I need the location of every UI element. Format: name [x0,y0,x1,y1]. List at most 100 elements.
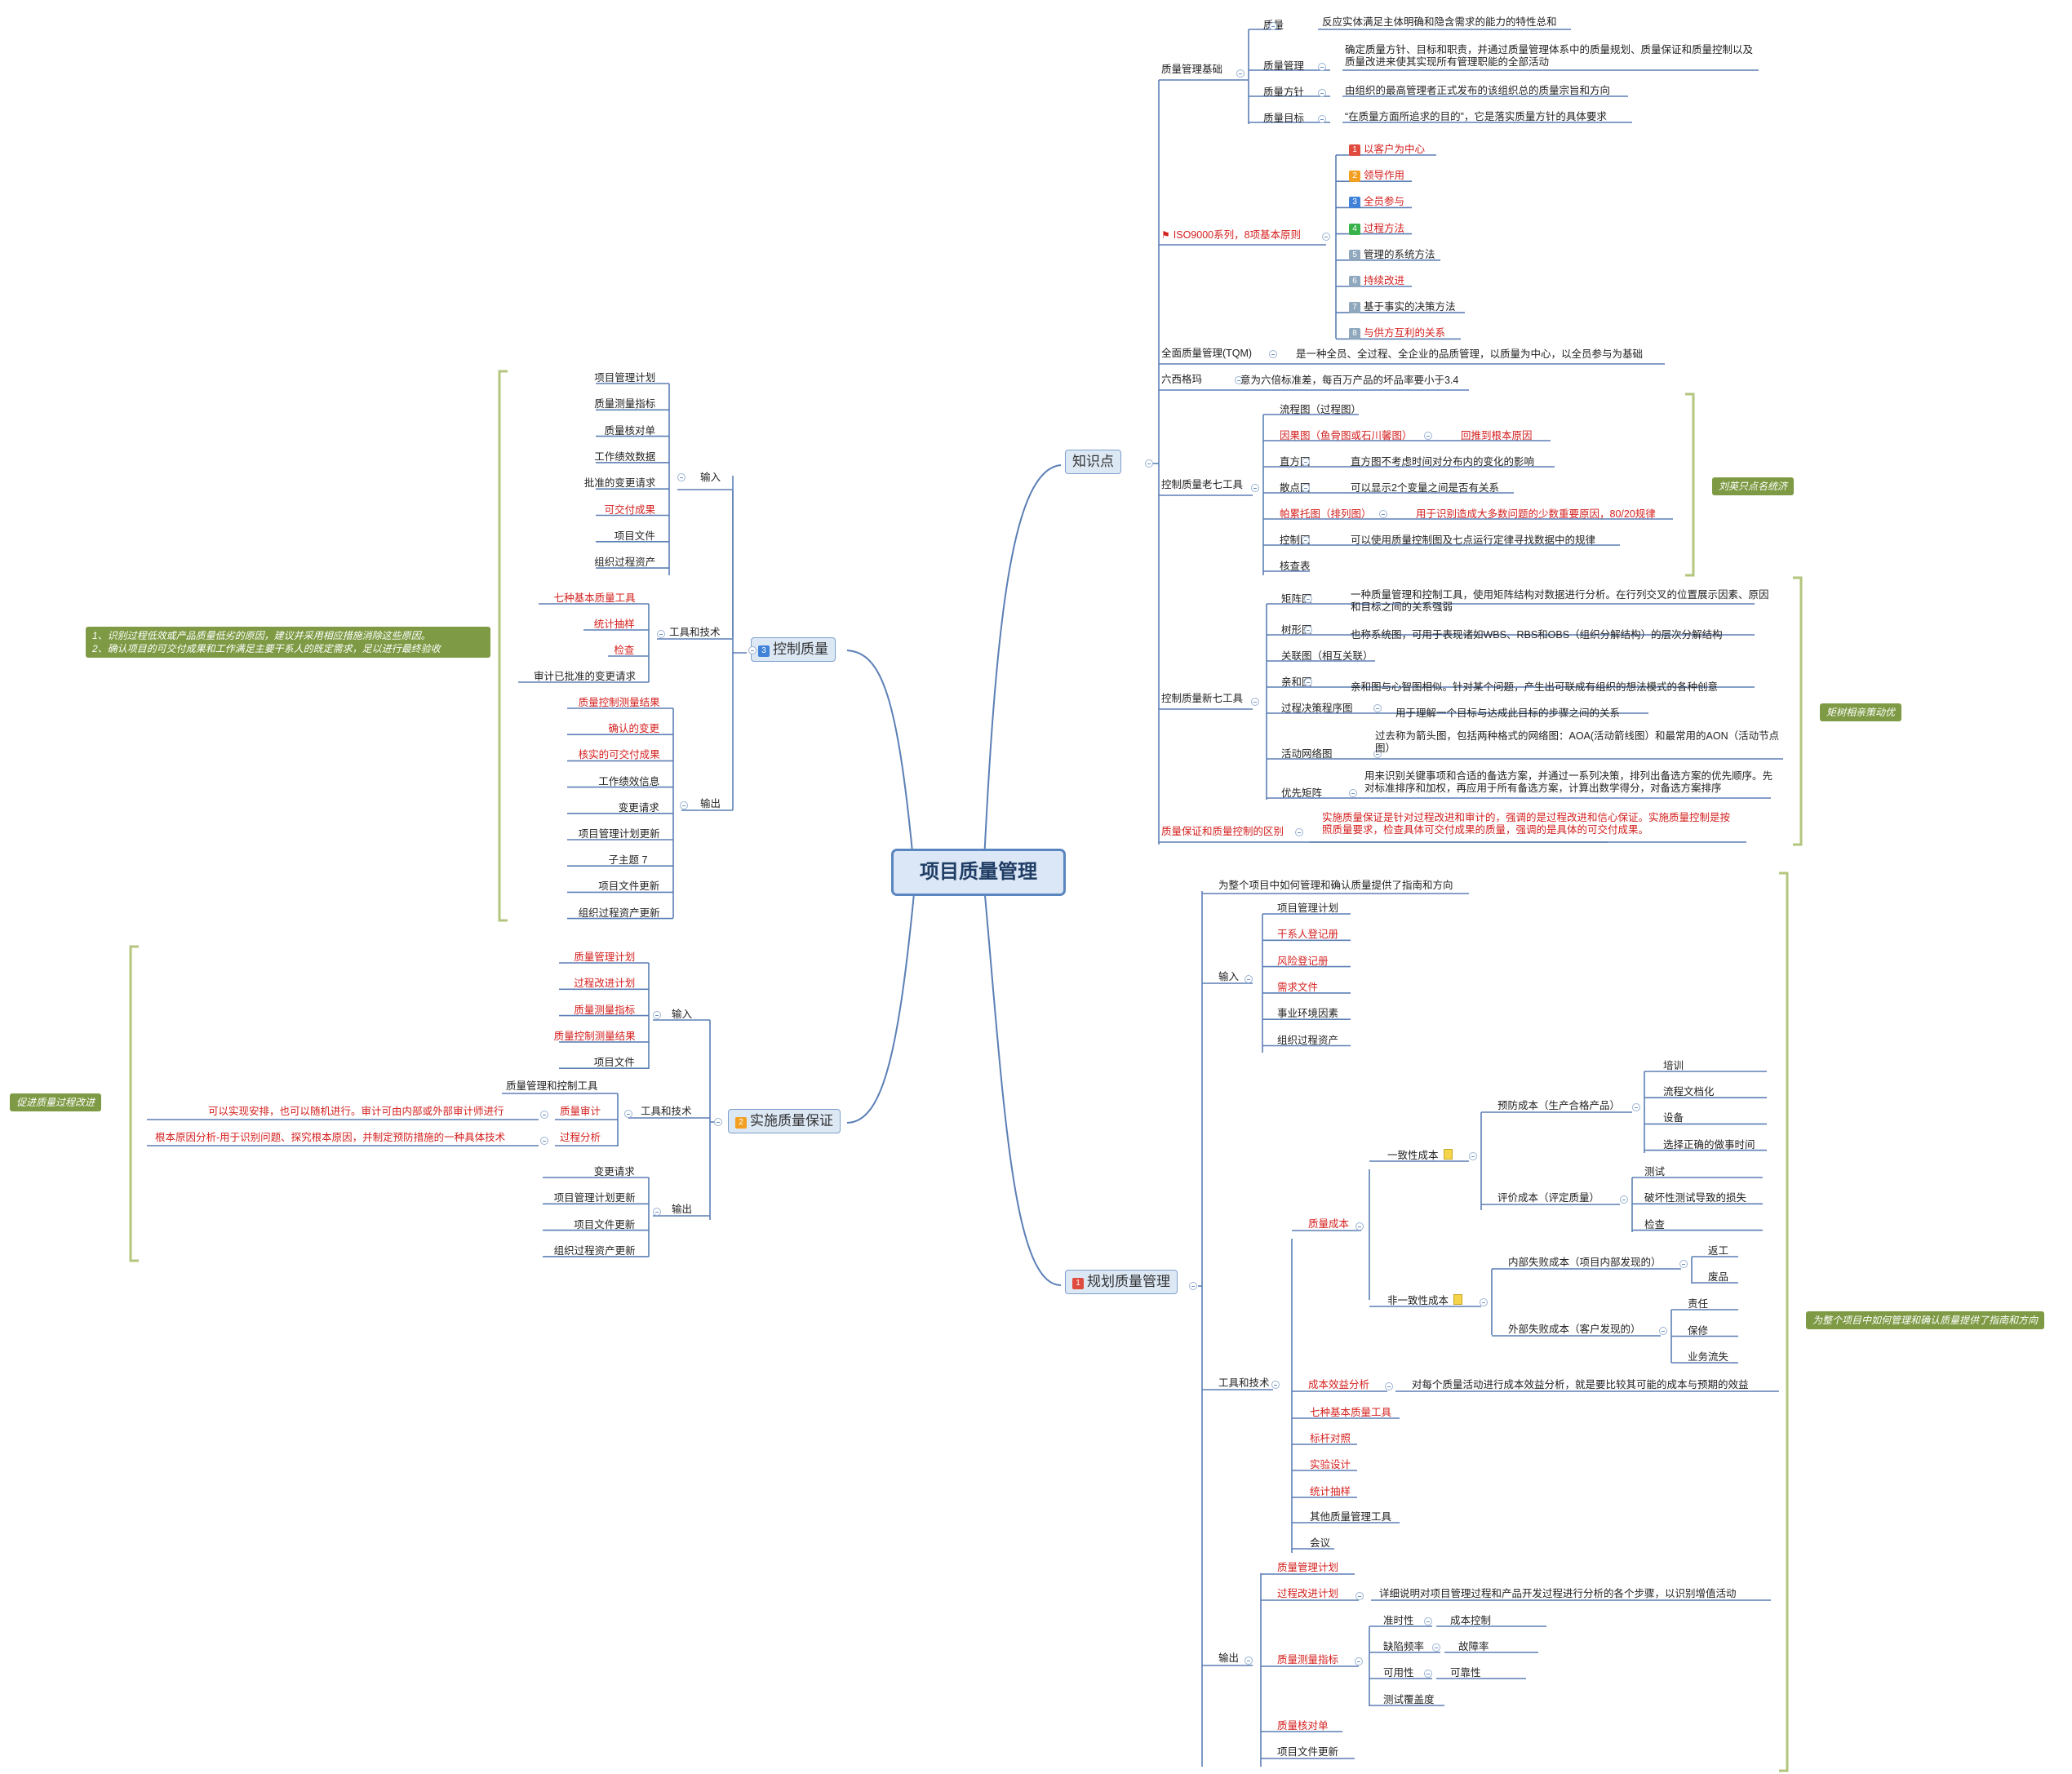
affinity-relation-diagram[interactable]: 关联图（相互关联） [1281,650,1373,663]
qa-output-1[interactable]: 项目管理计划更新 [554,1192,636,1204]
collapse-toggle-icon[interactable] [1304,678,1312,686]
collapse-toggle-icon[interactable] [1469,1152,1477,1160]
collapse-toggle-icon[interactable] [1373,704,1382,712]
prevention-item-3[interactable]: 选择正确的做事时间 [1663,1139,1755,1151]
control-tools[interactable]: 工具和技术 [669,627,721,639]
control-output-8[interactable]: 组织过程资产更新 [579,907,660,920]
qa-vs-qc-node[interactable]: 质量保证和质量控制的区别 [1161,826,1284,838]
process-improvement-description[interactable]: 详细说明对项目管理过程和产品开发过程进行分析的各个步骤，以识别增值活动 [1379,1588,1737,1600]
plan-input-5[interactable]: 组织过程资产 [1277,1035,1338,1047]
collapse-toggle-icon[interactable] [1424,432,1432,440]
collapse-toggle-icon[interactable] [1251,484,1259,492]
cost-benefit-description[interactable]: 对每个质量活动进行成本效益分析，就是要比较其可能的成本与预期的效益 [1412,1379,1749,1391]
cost-benefit-analysis[interactable]: 成本效益分析 [1308,1379,1369,1391]
scatter-diagram-tool-desc[interactable]: 可以显示2个变量之间是否有关系 [1351,482,1499,495]
collapse-toggle-icon[interactable] [1302,484,1310,492]
tqm-definition[interactable]: 是一种全员、全过程、全企业的品质管理，以质量为中心，以全员参与为基础 [1296,348,1643,361]
control-tool-3[interactable]: 审计已批准的变更请求 [534,671,636,683]
control-input-3[interactable]: 工作绩效数据 [594,451,655,463]
matrix-diagram-desc[interactable]: 一种质量管理和控制工具，使用矩阵结构对数据进行分析。在行列交叉的位置展示因素、原… [1351,589,1775,614]
collapse-toggle-icon[interactable] [653,1011,661,1019]
collapse-toggle-icon[interactable] [1269,350,1277,358]
quality-policy-term[interactable]: 质量方针 [1263,86,1304,99]
test-coverage[interactable]: 测试覆盖度 [1383,1694,1435,1706]
meetings-tool[interactable]: 会议 [1310,1537,1330,1550]
six-sigma-definition[interactable]: 意为六倍标准差，每百万产品的坏品率要小于3.4 [1240,375,1458,387]
plan-tools[interactable]: 工具和技术 [1218,1377,1270,1390]
pdpc-diagram[interactable]: 过程决策程序图 [1281,703,1353,715]
collapse-toggle-icon[interactable] [714,1118,722,1126]
conformance-cost[interactable]: 一致性成本 [1387,1149,1453,1162]
collapse-toggle-icon[interactable] [1379,510,1387,518]
pareto-chart-tool-desc[interactable]: 用于识别造成大多数问题的少数重要原因，80/20规律 [1416,508,1656,521]
plan-input-1[interactable]: 干系人登记册 [1277,929,1338,941]
control-output-2[interactable]: 核实的可交付成果 [579,749,660,761]
collapse-toggle-icon[interactable] [1385,1382,1393,1390]
qa-input-4[interactable]: 项目文件 [594,1057,635,1069]
pareto-chart-tool[interactable]: 帕累托图（排列图） [1280,508,1372,521]
plan-input-3[interactable]: 需求文件 [1277,982,1318,994]
cause-effect-diagram[interactable]: 因果图（鱼骨图或石川馨图） [1280,430,1413,442]
quality-management-control-tools[interactable]: 质量管理和控制工具 [506,1080,598,1093]
process-improvement-plan[interactable]: 过程改进计划 [1277,1588,1338,1600]
collapse-toggle-icon[interactable] [1659,1327,1667,1335]
quality-objective-term[interactable]: 质量目标 [1263,113,1304,125]
old-tools-mnemonic[interactable]: 刘英只点名统济 [1712,477,1795,495]
collapse-toggle-icon[interactable] [1302,536,1310,544]
quality-audit-description[interactable]: 可以实现安排，也可以随机进行。审计可由内部或外部审计师进行 [208,1106,504,1118]
reliability[interactable]: 可靠性 [1450,1667,1481,1679]
internal-failure-0[interactable]: 返工 [1708,1245,1728,1257]
control-input-7[interactable]: 组织过程资产 [594,557,655,569]
collapse-toggle-icon[interactable] [1245,1656,1253,1665]
external-failure-2[interactable]: 业务流失 [1688,1351,1728,1364]
prevention-item-1[interactable]: 流程文档化 [1663,1086,1715,1098]
plan-outputs[interactable]: 输出 [1218,1652,1239,1665]
plan-input-4[interactable]: 事业环境因素 [1277,1008,1338,1020]
iso9000-principles[interactable]: ⚑ISO9000系列，8项基本原则 [1161,229,1301,242]
branch-knowledge-points[interactable]: 知识点 [1065,450,1121,474]
prioritization-matrix-desc[interactable]: 用来识别关键事项和合适的备选方案，并通过一系列决策，排列出备选方案的优先顺序。先… [1364,770,1773,795]
control-input-5[interactable]: 可交付成果 [605,504,656,517]
control-input-6[interactable]: 项目文件 [615,530,655,543]
control-output-1[interactable]: 确认的变更 [609,723,660,735]
prevention-cost[interactable]: 预防成本（生产合格产品） [1497,1100,1620,1112]
collapse-toggle-icon[interactable] [677,473,685,481]
control-output-5[interactable]: 项目管理计划更新 [579,828,660,840]
defect-frequency[interactable]: 缺陷频率 [1383,1641,1424,1653]
collapse-toggle-icon[interactable] [1318,89,1326,97]
appraisal-item-0[interactable]: 测试 [1644,1166,1665,1178]
activity-network-diagram-desc[interactable]: 过去称为箭头图，包括两种格式的网络图：AOA(活动箭线图）和最常用的AON（活动… [1375,730,1783,755]
control-tool-1[interactable]: 统计抽样 [594,619,635,631]
quality-metrics[interactable]: 质量测量指标 [1277,1654,1338,1666]
control-tool-0[interactable]: 七种基本质量工具 [554,592,636,605]
plan-quality-purpose[interactable]: 为整个项目中如何管理和确认质量提供了指南和方向 [1218,880,1453,892]
collapse-toggle-icon[interactable] [1679,1260,1688,1268]
qa-tools[interactable]: 工具和技术 [641,1106,692,1118]
cost-of-quality[interactable]: 质量成本 [1308,1218,1349,1231]
control-output-7[interactable]: 项目文件更新 [598,880,659,893]
qa-vs-qc-description[interactable]: 实施质量保证是针对过程改进和审计的，强调的是过程改进和信心保证。实施质量控制是按… [1322,812,1738,836]
collapse-toggle-icon[interactable] [748,646,756,654]
qa-inputs[interactable]: 输入 [672,1009,692,1021]
qa-input-3[interactable]: 质量控制测量结果 [554,1031,636,1043]
collapse-toggle-icon[interactable] [1304,595,1312,603]
collapse-toggle-icon[interactable] [1355,1592,1364,1600]
collapse-toggle-icon[interactable] [1349,789,1357,797]
qa-outputs[interactable]: 输出 [672,1204,692,1216]
control-output-3[interactable]: 工作绩效信息 [598,776,659,788]
cost-control[interactable]: 成本控制 [1450,1615,1491,1627]
plan-inputs[interactable]: 输入 [1218,971,1239,983]
collapse-toggle-icon[interactable] [1318,63,1326,71]
process-analysis-description[interactable]: 根本原因分析-用于识别问题、探究根本原因，并制定预防措施的一种具体技术 [155,1132,505,1144]
plan-input-2[interactable]: 风险登记册 [1277,956,1329,968]
other-quality-tools[interactable]: 其他质量管理工具 [1310,1511,1391,1523]
design-of-experiments[interactable]: 实验设计 [1310,1459,1351,1471]
quality-audit[interactable]: 质量审计 [560,1106,601,1118]
collapse-toggle-icon[interactable] [657,630,665,638]
